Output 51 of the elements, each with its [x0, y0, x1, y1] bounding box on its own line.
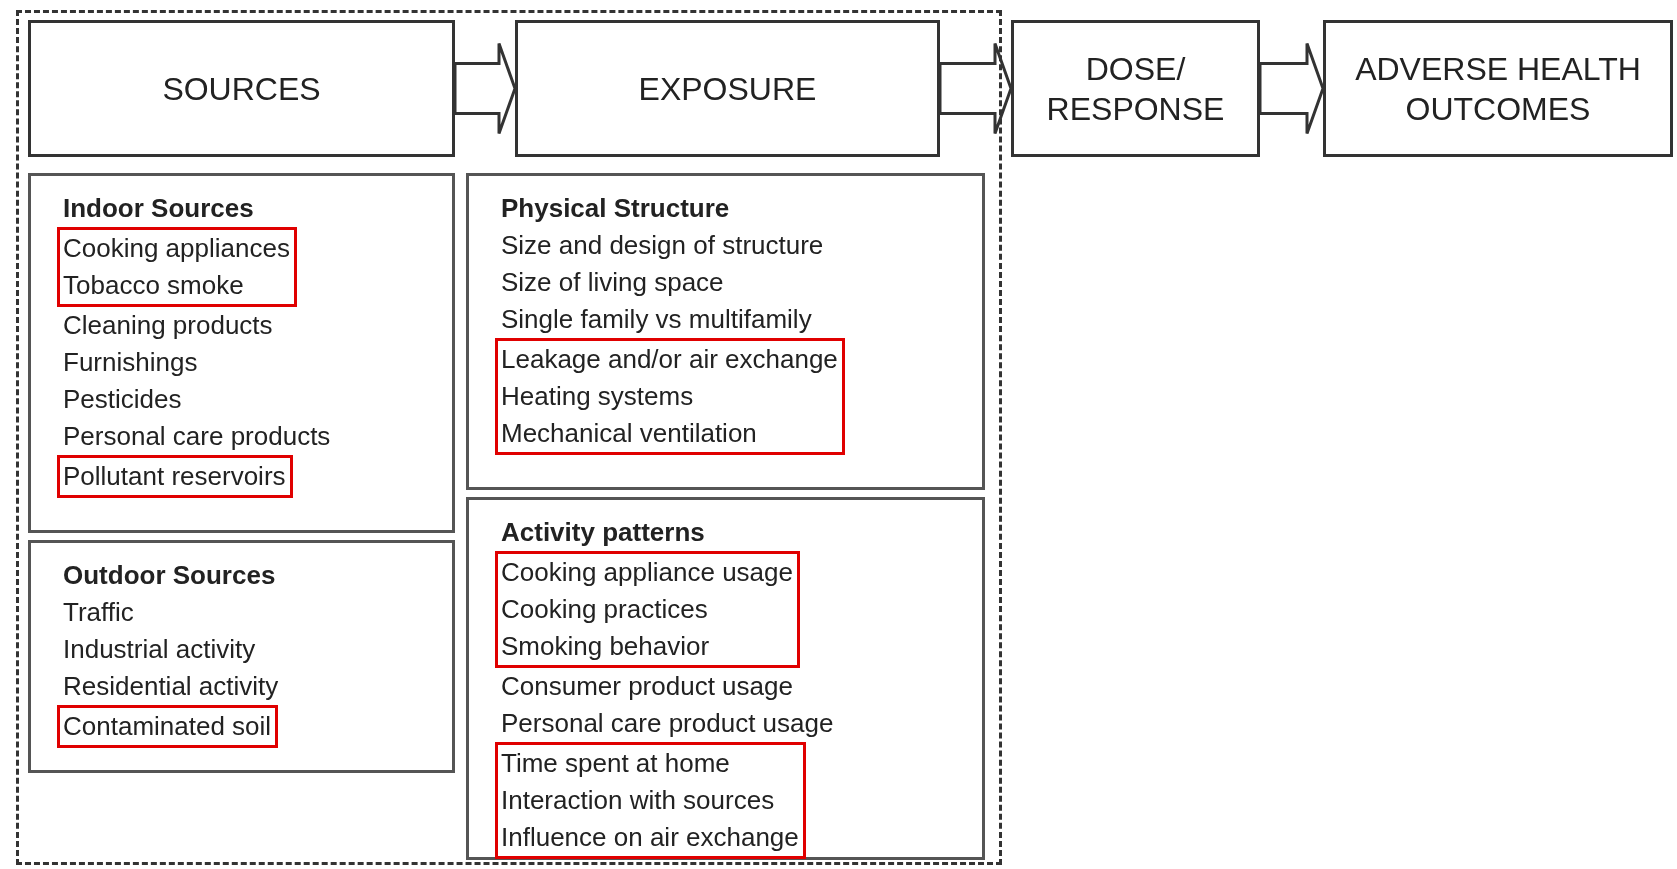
stage-box: [28, 20, 455, 157]
highlight-box: [495, 338, 845, 455]
list-box: [28, 173, 455, 533]
list-item: Time spent at home: [501, 747, 730, 780]
list-item: Furnishings: [63, 346, 198, 379]
list-item: Pesticides: [63, 383, 182, 416]
list-item: Residential activity: [63, 670, 279, 703]
list-heading: Outdoor Sources: [63, 559, 276, 592]
highlight-box: [57, 455, 293, 498]
list-item: Leakage and/or air exchange: [501, 343, 838, 376]
list-item: Single family vs multifamily: [501, 303, 812, 336]
list-item: Cleaning products: [63, 309, 273, 342]
stage-box: [515, 20, 940, 157]
list-item: Consumer product usage: [501, 670, 793, 703]
list-item: Personal care product usage: [501, 707, 834, 740]
dashed-group-frame: [16, 10, 1002, 865]
list-item: Traffic: [63, 596, 134, 629]
stage-label: ADVERSE HEALTH OUTCOMES: [1354, 49, 1642, 129]
block-arrow: [938, 42, 1013, 135]
list-heading: Indoor Sources: [63, 192, 254, 225]
block-arrow: [453, 42, 517, 135]
highlight-box: [495, 742, 806, 859]
list-item: Heating systems: [501, 380, 694, 413]
list-item: Tobacco smoke: [63, 269, 244, 302]
list-item: Interaction with sources: [501, 784, 775, 817]
list-heading: Physical Structure: [501, 192, 730, 225]
list-item: Industrial activity: [63, 633, 256, 666]
stage-label: SOURCES: [162, 69, 321, 109]
block-arrow: [1258, 42, 1325, 135]
stage-box: [1011, 20, 1260, 157]
list-item: Smoking behavior: [501, 630, 710, 663]
list-item: Contaminated soil: [63, 710, 272, 743]
stage-box: [1323, 20, 1673, 157]
list-item: Pollutant reservoirs: [63, 460, 286, 493]
stage-label: DOSE/ RESPONSE: [1045, 49, 1226, 129]
list-item: Cooking practices: [501, 593, 708, 626]
list-box: [28, 540, 455, 773]
list-item: Cooking appliances: [63, 232, 290, 265]
list-heading: Activity patterns: [501, 516, 705, 549]
list-box: [466, 173, 985, 490]
list-item: Influence on air exchange: [501, 821, 799, 854]
highlight-box: [57, 705, 279, 748]
list-item: Size of living space: [501, 266, 724, 299]
highlight-box: [495, 551, 800, 668]
list-item: Size and design of structure: [501, 229, 824, 262]
stage-label: EXPOSURE: [638, 69, 817, 109]
list-item: Personal care products: [63, 420, 331, 453]
list-box: [466, 497, 985, 860]
highlight-box: [57, 227, 297, 307]
list-item: Mechanical ventilation: [501, 417, 757, 450]
list-item: Cooking appliance usage: [501, 556, 793, 589]
